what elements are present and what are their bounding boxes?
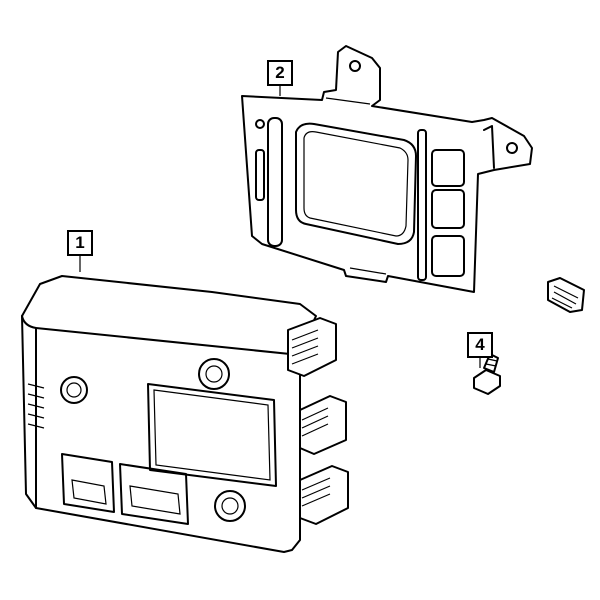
bolt (473, 353, 501, 395)
callout-2: 2 (267, 60, 293, 86)
callout-1: 1 (67, 230, 93, 256)
callout-4: 4 (467, 332, 493, 358)
mounting-bracket (241, 45, 533, 293)
clip-part (547, 277, 585, 313)
control-module (21, 275, 349, 553)
